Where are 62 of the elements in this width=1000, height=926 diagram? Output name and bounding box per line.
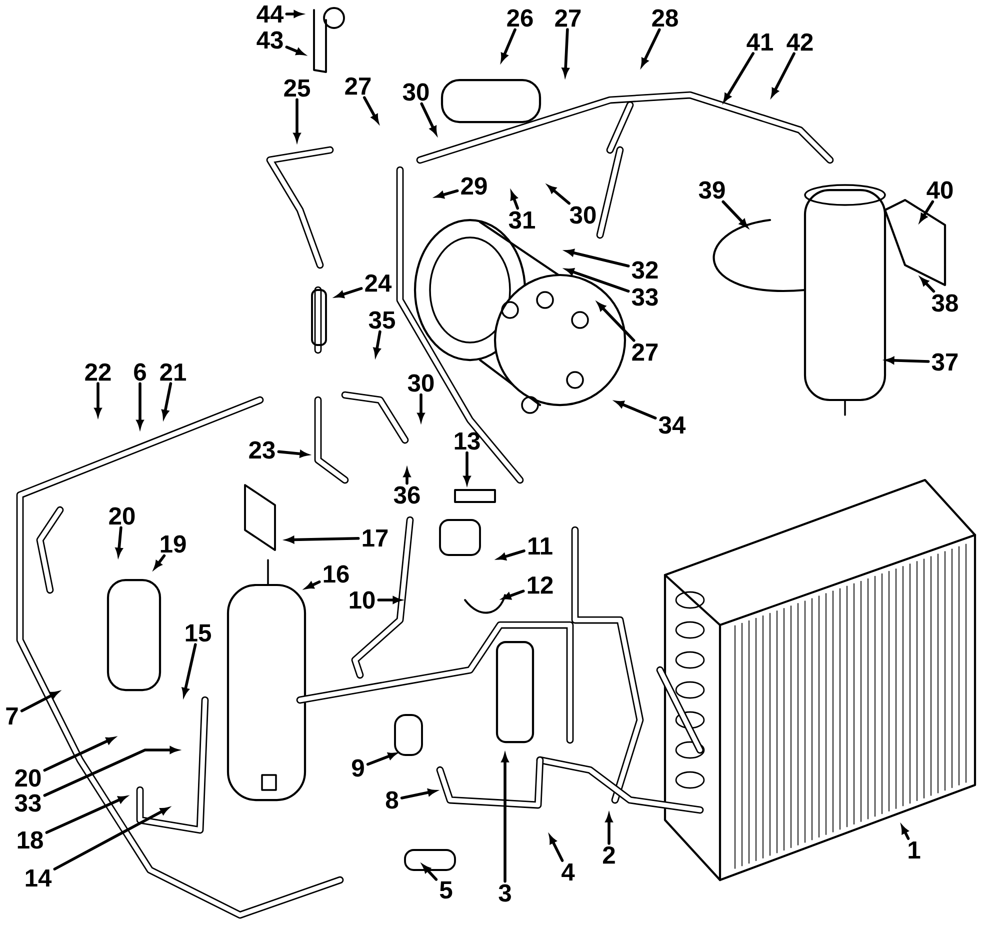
callout-number: 34 xyxy=(658,416,686,434)
callout-number: 5 xyxy=(440,881,452,899)
callout-number: 20 xyxy=(15,769,41,787)
leader-line xyxy=(154,554,166,569)
callout-number: 28 xyxy=(652,9,678,27)
callout-number: 42 xyxy=(786,33,813,51)
callout-number: 9 xyxy=(352,759,364,777)
callout-number: 41 xyxy=(746,34,773,50)
callout-number: 15 xyxy=(186,624,211,642)
leader-line xyxy=(901,826,910,840)
callout-number: 31 xyxy=(508,211,535,229)
callout-number: 23 xyxy=(249,441,275,459)
callout-number: 30 xyxy=(570,206,596,224)
callout-number: 29 xyxy=(461,177,487,195)
leader-line xyxy=(597,302,636,342)
callout-number: 10 xyxy=(350,591,375,609)
callout-number: 32 xyxy=(632,261,658,279)
callout-number: 30 xyxy=(402,83,429,101)
callout-number: 33 xyxy=(632,288,658,306)
callout-number: 4 xyxy=(562,864,575,880)
leader-line xyxy=(548,185,570,205)
callout-number: 44 xyxy=(256,6,284,22)
callout-number: 20 xyxy=(109,507,135,525)
callout-number: 7 xyxy=(6,708,18,724)
leader-line xyxy=(771,52,796,97)
leader-line xyxy=(722,200,748,228)
callout-number: 6 xyxy=(134,363,146,381)
callout-number: 43 xyxy=(256,31,283,49)
leader-line xyxy=(422,864,438,881)
callout-number: 16 xyxy=(324,565,349,583)
callout-number: 40 xyxy=(926,181,953,199)
leader-line xyxy=(920,200,934,222)
callout-number: 12 xyxy=(528,576,553,594)
callout-number: 27 xyxy=(345,77,371,95)
leader-line xyxy=(20,691,59,712)
callout-number: 19 xyxy=(160,535,186,553)
callout-number: 2 xyxy=(603,846,615,864)
callout-number: 18 xyxy=(18,831,43,849)
callout-number: 13 xyxy=(454,432,480,450)
callout-number: 27 xyxy=(555,9,581,27)
callout-number: 11 xyxy=(528,538,552,554)
callout-number: 37 xyxy=(932,353,958,371)
callout-number: 14 xyxy=(26,870,52,886)
callout-number: 22 xyxy=(85,363,111,381)
callout-number: 24 xyxy=(365,274,392,292)
callout-number: 26 xyxy=(507,9,533,27)
callout-number: 30 xyxy=(408,374,434,392)
callout-number: 33 xyxy=(14,794,41,812)
leader-line xyxy=(920,278,936,293)
callout-number: 36 xyxy=(394,486,420,504)
leader-line xyxy=(724,52,754,102)
callout-number: 3 xyxy=(498,884,511,902)
callout-number: 8 xyxy=(386,791,398,809)
callout-number: 25 xyxy=(284,79,310,97)
callout-number: 38 xyxy=(932,294,958,312)
callout-number: 39 xyxy=(698,181,725,199)
callout-number: 27 xyxy=(632,343,658,361)
callout-number: 21 xyxy=(160,363,186,381)
callout-number: 1 xyxy=(908,842,920,858)
leader-line xyxy=(362,96,379,123)
callout-number: 35 xyxy=(368,311,395,329)
callout-number: 17 xyxy=(362,530,388,546)
